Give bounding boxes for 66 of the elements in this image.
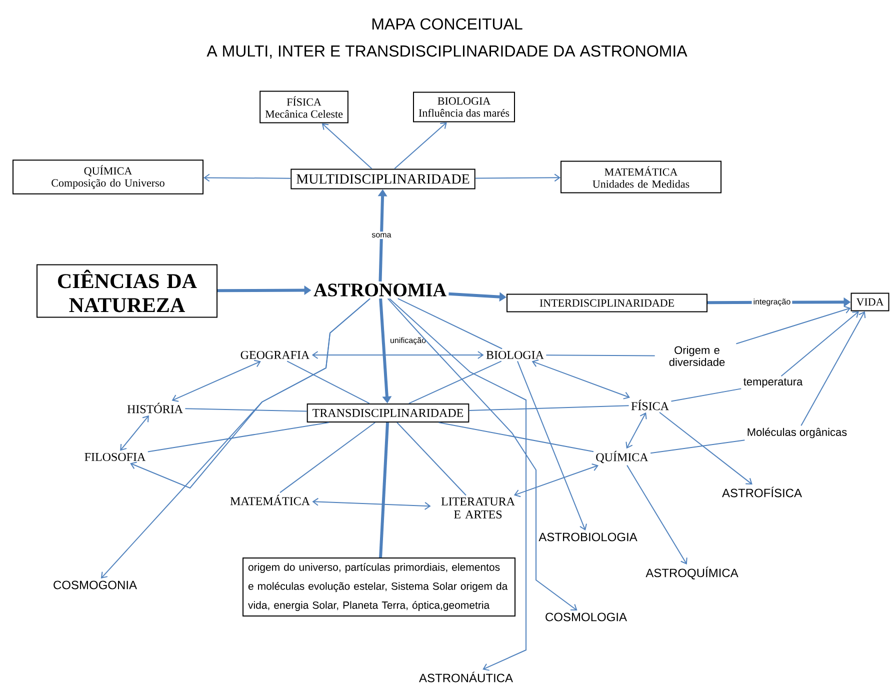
- concept-box: FÍSICA Mecânica Celeste: [260, 90, 348, 124]
- concept-label: ASTROFÍSICA: [722, 486, 802, 498]
- arrow: [387, 298, 578, 611]
- arrow: [312, 351, 484, 359]
- concept-box: INTERDISCIPLINARIDADE: [506, 294, 708, 312]
- arrow: [626, 412, 647, 449]
- arrow: [312, 498, 431, 510]
- arrow: [120, 415, 149, 451]
- concept-label: COSMOGONIA: [54, 580, 137, 590]
- concept-label: QUÍMICA: [596, 450, 648, 464]
- arrow: [626, 464, 688, 564]
- concept-label: Moléculas orgânicas: [748, 428, 847, 438]
- concept-box: origem do universo, partículas primordiais, elementos e moléculas evolução estelar, Sistema Solar origem da vida, energia Solar, Planeta Terra, óptica,geometria: [242, 558, 516, 616]
- concept-label: ASTRONOMIA: [314, 284, 446, 296]
- connector-line: [468, 405, 630, 412]
- connector-line: [397, 298, 503, 350]
- concept-label: ASTRONÁUTICA: [419, 672, 513, 682]
- arrow: [532, 359, 630, 400]
- arrow: [659, 412, 752, 485]
- connector-line: [280, 422, 376, 494]
- edge-label: soma: [370, 232, 393, 239]
- arrow: [780, 311, 859, 377]
- concept-box: CIÊNCIAS DA NATUREZA: [36, 264, 218, 318]
- concept-label: ASTROBIOLOGIA: [538, 532, 638, 542]
- concept-label: LITERATURA E ARTES: [441, 497, 515, 518]
- connector-line: [670, 388, 742, 402]
- arrow: [736, 306, 851, 344]
- arrow: [172, 360, 261, 402]
- arrow: [394, 122, 447, 170]
- connector-line: [438, 422, 594, 452]
- arrow: [204, 174, 292, 182]
- connector-line: [379, 422, 390, 558]
- concept-label: ASTROQUÍMICA: [646, 566, 738, 580]
- arrow: [474, 174, 560, 182]
- concept-label: GEOGRAFIA: [240, 350, 310, 360]
- concept-box: TRANSDISCIPLINARIDADE: [306, 403, 470, 423]
- concept-label: FILOSOFIA: [84, 452, 146, 462]
- concept-box: MULTIDISCIPLINARIDADE: [290, 168, 476, 190]
- edge-label: unificação: [388, 336, 428, 346]
- arrow: [514, 463, 599, 498]
- concept-box: BIOLOGIA Influência das marés: [413, 92, 515, 122]
- concept-label: MATEMÁTICA: [230, 494, 310, 506]
- concept-label: HISTÓRIA: [127, 402, 183, 414]
- concept-label: COSMOLOGIA: [546, 612, 627, 622]
- connector-line: [184, 408, 308, 412]
- subtitle: A MULTI, INTER E TRANSDISCIPLINARIDADE DA ASTRONOMIA: [206, 45, 688, 59]
- concept-box: QUÍMICA Composição do Universo: [12, 160, 204, 194]
- connector-line: [650, 440, 746, 454]
- edge-label: integração: [752, 297, 792, 308]
- arrow: [800, 311, 866, 426]
- connector-line: [147, 422, 330, 452]
- connector-line: [546, 354, 656, 356]
- concept-box: VIDA: [850, 292, 890, 312]
- connector-line: [286, 360, 370, 404]
- arrow: [322, 123, 372, 170]
- arrow: [517, 360, 587, 531]
- concept-label: Origem e diversidade: [669, 346, 725, 366]
- concept-box: MATEMÁTICA Unidades de Medidas: [560, 160, 722, 194]
- title: MAPA CONCEITUAL: [372, 18, 522, 30]
- connector-line: [408, 360, 502, 404]
- concept-label: BIOLOGIA: [486, 350, 544, 360]
- concept-label: temperatura: [744, 378, 803, 388]
- arrow: [130, 298, 371, 489]
- concept-label: FÍSICA: [631, 400, 669, 410]
- connector-line: [396, 422, 466, 496]
- arrow: [388, 298, 526, 671]
